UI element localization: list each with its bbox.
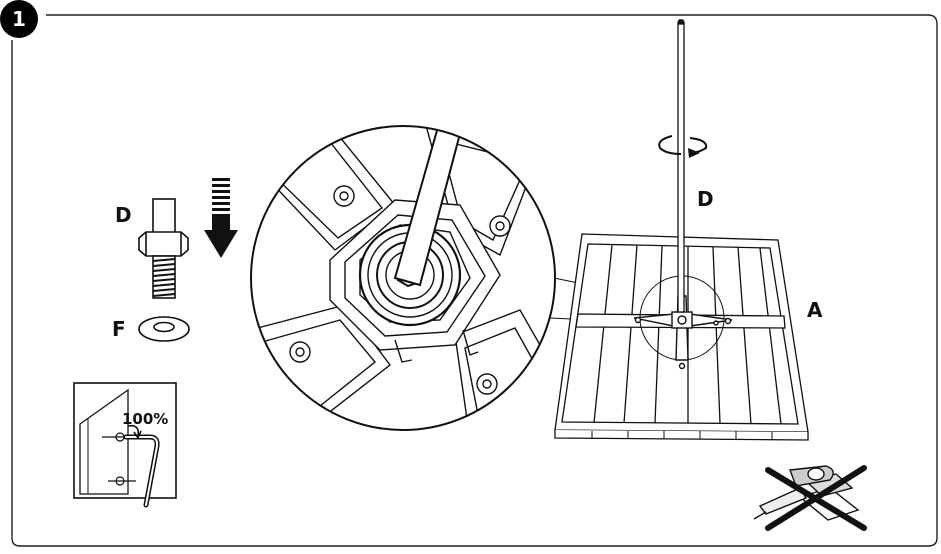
bolt-icon bbox=[138, 198, 189, 299]
washer-label: F bbox=[112, 317, 126, 341]
step-number: 1 bbox=[12, 7, 26, 31]
cross-bracket bbox=[633, 295, 733, 370]
mag-bolt-heads bbox=[289, 185, 511, 395]
allen-key-icon bbox=[123, 434, 160, 508]
washer-icon bbox=[138, 316, 190, 342]
allen-key-inset bbox=[73, 382, 177, 508]
step-number-badge: 1 bbox=[0, 0, 38, 38]
rotate-icon bbox=[658, 135, 708, 158]
step-frame bbox=[11, 14, 938, 547]
bolt-label: D bbox=[115, 203, 132, 227]
panel-label: A bbox=[807, 298, 823, 322]
no-power-drill-icon bbox=[753, 465, 867, 531]
tool-label: D bbox=[697, 187, 714, 211]
magnified-detail bbox=[251, 126, 555, 430]
tool-shaft bbox=[677, 19, 685, 313]
down-arrow-icon bbox=[204, 178, 238, 258]
bolt-thread bbox=[152, 258, 176, 297]
torque-label: 100% bbox=[122, 410, 169, 428]
